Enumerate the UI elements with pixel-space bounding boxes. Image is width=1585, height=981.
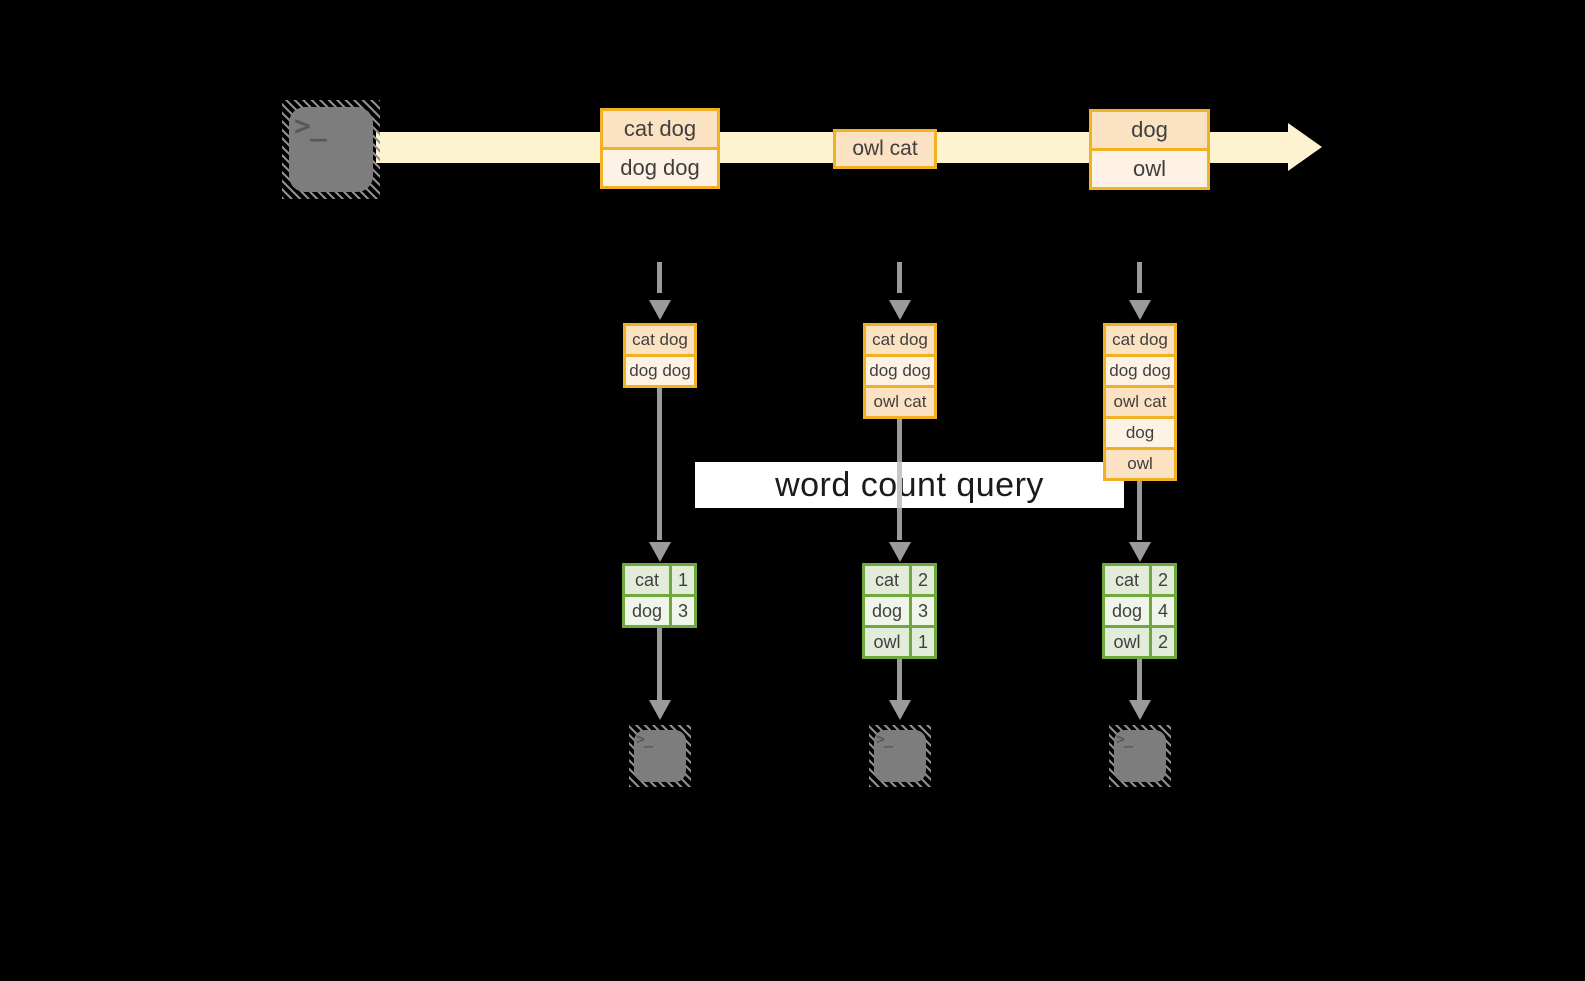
word-cell: dog (625, 597, 669, 625)
state-cell: owl (1106, 450, 1174, 478)
terminal-screen (634, 730, 686, 782)
word-cell: owl (865, 628, 909, 656)
state-cell: owl cat (866, 388, 934, 416)
arrow-through-banner (897, 462, 902, 508)
count-cell: 2 (1152, 566, 1174, 594)
word-count-table-3: cat 2 dog 4 owl 2 (1102, 563, 1177, 659)
word-cell: dog (1105, 597, 1149, 625)
arrow-shaft (1137, 481, 1142, 540)
word-count-table-1: cat 1 dog 3 (622, 563, 697, 628)
state-cell: owl cat (1106, 388, 1174, 416)
arrowhead-icon (649, 542, 671, 562)
arrowhead-icon (889, 700, 911, 720)
dashed-arrow-shaft (1137, 262, 1142, 293)
batch-cell: dog (1092, 112, 1207, 148)
dashed-arrow-shaft (897, 262, 902, 293)
accumulated-input-box-3: cat dog dog dog owl cat dog owl (1103, 323, 1177, 481)
arrowhead-icon (1129, 700, 1151, 720)
terminal-screen (874, 730, 926, 782)
batch-cell: owl (1092, 151, 1207, 187)
prompt-icon: >_ (1116, 730, 1133, 748)
arrowhead-icon (889, 542, 911, 562)
arrow-shaft (657, 388, 662, 540)
prompt-icon: >_ (636, 730, 653, 748)
count-cell: 2 (1152, 628, 1174, 656)
dashed-arrow-shaft (657, 262, 662, 293)
state-cell: dog dog (626, 357, 694, 385)
arrow-shaft (1137, 659, 1142, 700)
word-cell: dog (865, 597, 909, 625)
arrowhead-icon (649, 300, 671, 320)
batch-cell: owl cat (836, 132, 934, 166)
accumulated-input-box-2: cat dog dog dog owl cat (863, 323, 937, 419)
count-cell: 3 (912, 597, 934, 625)
terminal-icon: >_ (1109, 725, 1171, 787)
word-cell: owl (1105, 628, 1149, 656)
word-cell: cat (1105, 566, 1149, 594)
terminal-icon: >_ (869, 725, 931, 787)
state-cell: dog dog (1106, 357, 1174, 385)
stream-batch-1: cat dog dog dog (600, 108, 720, 189)
state-cell: cat dog (866, 326, 934, 354)
query-label-banner: word count query (695, 462, 1124, 508)
arrowhead-icon (1129, 300, 1151, 320)
arrowhead-icon (889, 300, 911, 320)
word-count-table-2: cat 2 dog 3 owl 1 (862, 563, 937, 659)
count-cell: 2 (912, 566, 934, 594)
count-cell: 3 (672, 597, 694, 625)
count-cell: 4 (1152, 597, 1174, 625)
terminal-screen (289, 107, 373, 192)
terminal-screen (1114, 730, 1166, 782)
terminal-icon: >_ (629, 725, 691, 787)
state-cell: dog dog (866, 357, 934, 385)
word-cell: cat (865, 566, 909, 594)
stream-arrowhead-icon (1288, 123, 1322, 171)
arrow-shaft (897, 659, 902, 700)
stream-batch-2: owl cat (833, 129, 937, 169)
arrowhead-icon (1129, 542, 1151, 562)
accumulated-input-box-1: cat dog dog dog (623, 323, 697, 388)
state-cell: cat dog (1106, 326, 1174, 354)
batch-cell: dog dog (603, 150, 717, 186)
prompt-icon: >_ (876, 730, 893, 748)
arrowhead-icon (649, 700, 671, 720)
state-cell: cat dog (626, 326, 694, 354)
terminal-icon: >_ (282, 100, 380, 199)
arrow-shaft (657, 628, 662, 700)
count-cell: 1 (672, 566, 694, 594)
word-cell: cat (625, 566, 669, 594)
stream-batch-3: dog owl (1089, 109, 1210, 190)
state-cell: dog (1106, 419, 1174, 447)
batch-cell: cat dog (603, 111, 717, 147)
prompt-icon: >_ (294, 109, 327, 142)
count-cell: 1 (912, 628, 934, 656)
query-label: word count query (775, 465, 1044, 504)
